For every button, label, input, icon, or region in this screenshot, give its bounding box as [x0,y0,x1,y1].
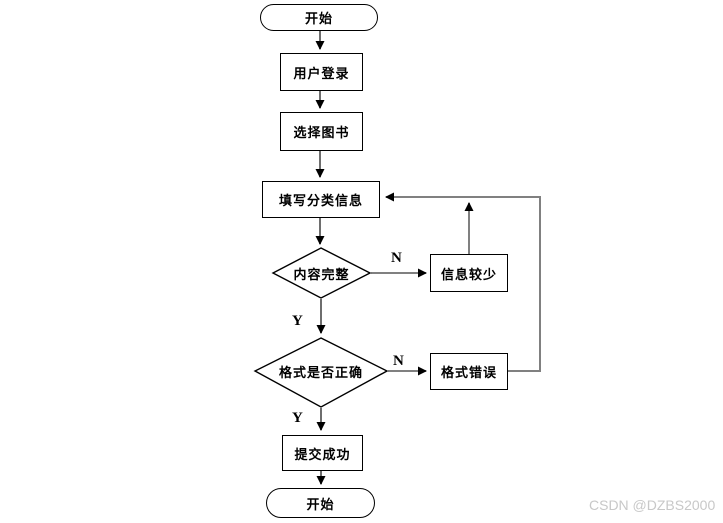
node-user-login: 用户登录 [280,53,363,91]
node-submit-success: 提交成功 [282,435,363,471]
node-end-bottom: 开始 [266,488,375,518]
edge-label-format-no: N [393,353,404,369]
node-format-error-label: 格式错误 [440,366,497,381]
watermark: CSDN @DZBS2000 [589,497,716,513]
node-info-insufficient-label: 信息较少 [440,267,497,283]
node-select-book: 选择图书 [280,112,363,151]
node-start-top: 开始 [260,4,378,31]
decision-diamond-format-correct [253,337,389,408]
node-submit-success-label: 提交成功 [294,447,351,463]
node-check-format-label: 格式是否正确 [278,365,363,381]
node-select-book-label: 选择图书 [293,126,350,141]
arrow-error-loop-back [385,192,541,372]
edge-label-complete-yes: Y [292,313,303,329]
node-check-complete-label: 内容完整 [293,267,350,283]
decision-diamond-content-complete [271,247,372,299]
node-fill-info-label: 填写分类信息 [278,194,363,209]
node-info-insufficient: 信息较少 [430,254,508,292]
node-format-error: 格式错误 [430,353,508,390]
node-fill-info: 填写分类信息 [262,181,380,218]
edge-label-format-yes: Y [292,410,303,426]
edge-label-complete-no: N [391,250,402,266]
node-user-login-label: 用户登录 [293,66,350,82]
node-end-bottom-label: 开始 [306,497,335,513]
node-start-top-label: 开始 [304,12,333,27]
